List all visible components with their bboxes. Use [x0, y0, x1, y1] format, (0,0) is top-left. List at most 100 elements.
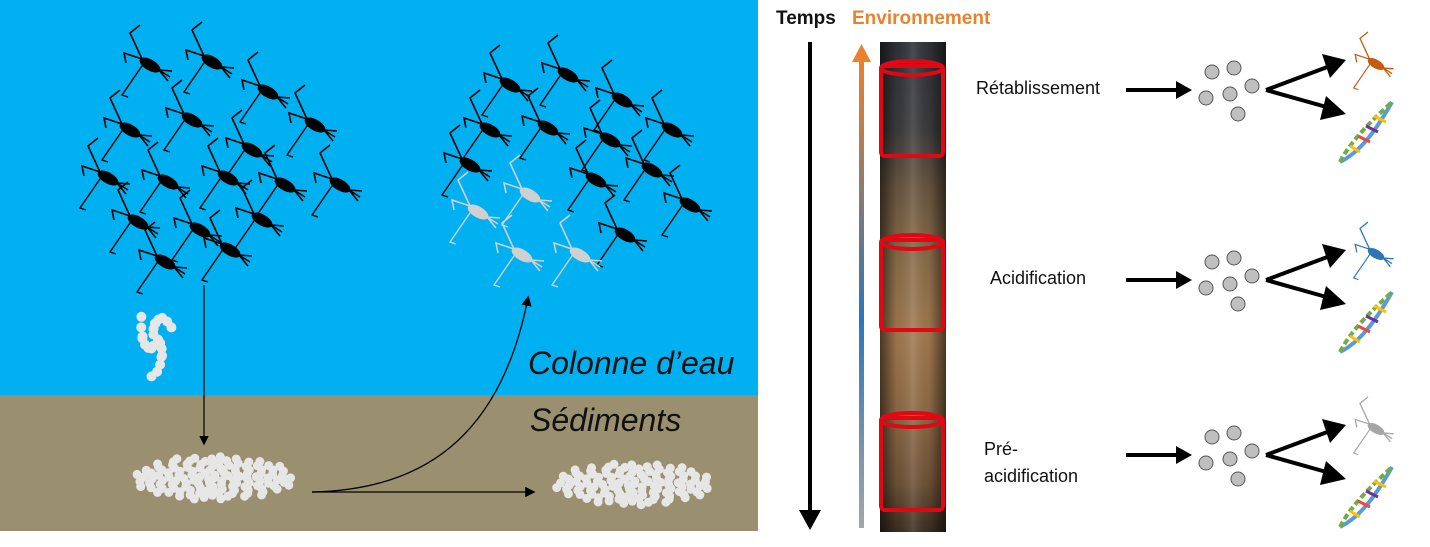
core-sampling-highlights	[879, 59, 945, 512]
resting-egg-icon	[1244, 443, 1260, 459]
resting-egg-icon	[153, 459, 163, 469]
resting-egg-icon	[1222, 86, 1238, 102]
resting-egg-icon	[620, 462, 630, 472]
resting-egg-icon	[1204, 64, 1220, 80]
resting-egg-icon	[215, 452, 225, 462]
environment-label: Environnement	[852, 8, 991, 29]
fork-arrow-down	[1265, 278, 1331, 300]
resting-egg-icon	[677, 463, 687, 473]
resting-egg-icon	[665, 463, 675, 473]
stage-label-acidification: Acidification	[990, 268, 1087, 288]
stage-zooplankton-icon	[1352, 396, 1395, 456]
resting-egg-icon	[136, 322, 147, 333]
fork-arrow-up-head	[1322, 419, 1346, 443]
resting-egg-icon	[136, 311, 147, 322]
resting-egg-icon	[1226, 250, 1242, 266]
resting-egg-icon	[1204, 429, 1220, 445]
resting-egg-icon	[604, 496, 614, 506]
resting-egg-icon	[157, 312, 168, 323]
resting-egg-icon	[189, 494, 199, 504]
resting-egg-icon	[166, 322, 177, 333]
time-arrow-head	[799, 510, 821, 530]
fork-arrow-up-head	[1322, 54, 1346, 78]
resting-egg-icon	[132, 469, 142, 479]
resting-egg-icon	[156, 343, 167, 354]
resting-egg-icon	[661, 497, 671, 507]
resting-egg-icon	[558, 471, 568, 481]
resting-egg-icon	[199, 492, 209, 502]
stage-rows	[1126, 31, 1395, 529]
hatching-arrow	[311, 295, 532, 493]
egg-bank-pile-older	[552, 459, 712, 510]
resting-egg-icon	[627, 496, 637, 506]
resting-egg-icon	[153, 334, 163, 345]
resting-egg-icon	[1244, 268, 1260, 284]
resting-egg-icon	[1222, 451, 1238, 467]
resting-egg-icon	[1226, 425, 1242, 441]
stage-zooplankton-icon	[1352, 221, 1395, 281]
environment-arrow	[859, 62, 864, 528]
resting-egg-icon	[634, 464, 644, 474]
resting-egg-icon	[244, 457, 254, 467]
resting-egg-icon	[1198, 280, 1214, 296]
sediment-core-shading	[880, 42, 946, 532]
fork-arrow-down-head	[1320, 286, 1346, 310]
stage-arrow-head	[1176, 81, 1192, 99]
fork-arrow-down	[1265, 453, 1331, 475]
resting-egg-icon	[137, 333, 148, 344]
egg-bank-pile	[132, 452, 296, 504]
water-column-label: Colonne d’eau	[528, 345, 735, 381]
resting-egg-icon	[157, 350, 167, 361]
resting-egg-icon	[643, 497, 653, 507]
resting-egg-icon	[190, 453, 200, 463]
fork-arrow-up-head	[1322, 244, 1346, 268]
resting-egg-icon	[136, 482, 146, 492]
resting-egg-icon	[702, 483, 712, 493]
resting-egg-icon	[680, 493, 690, 503]
water-column	[0, 0, 758, 395]
resting-egg-icon	[255, 457, 265, 466]
resting-egg-icon	[207, 490, 217, 500]
resting-egg-icon	[216, 494, 226, 504]
resting-egg-icon	[702, 472, 711, 482]
fork-arrow-down	[1265, 88, 1331, 110]
resting-egg-icon	[149, 318, 160, 329]
resting-egg-icon	[609, 459, 619, 469]
resting-egg-icon	[1230, 106, 1246, 122]
stage-label-pre-acidification: Pré-acidification	[984, 439, 1079, 486]
sinking-eggs	[136, 311, 177, 382]
resting-egg-icon	[272, 484, 282, 494]
resting-egg-icon	[164, 487, 174, 497]
resting-egg-icon	[175, 491, 185, 501]
resting-egg-icon	[686, 467, 696, 477]
resting-egg-icon	[264, 461, 274, 471]
resting-egg-icon	[284, 480, 294, 490]
sediment-label: Sédiments	[530, 402, 682, 438]
stage-arrow-head	[1176, 446, 1192, 464]
resting-egg-icon	[552, 483, 562, 493]
stage-row	[1126, 31, 1395, 164]
resting-egg-icon	[152, 366, 163, 377]
dna-icon	[1338, 465, 1394, 529]
resting-egg-icon	[141, 465, 151, 475]
resting-egg-icon	[627, 460, 637, 470]
resting-egg-icon	[695, 490, 705, 500]
resting-egg-icon	[275, 461, 285, 471]
resting-egg-icon	[1222, 276, 1238, 292]
resting-egg-icon	[257, 490, 267, 500]
resting-egg-icon	[1198, 455, 1214, 471]
resting-egg-icon	[223, 491, 233, 501]
resting-egg-icon	[172, 454, 182, 464]
resting-egg-icon	[652, 460, 662, 470]
resting-egg-icon	[570, 465, 580, 475]
stage-zooplankton-icon	[1352, 31, 1395, 91]
environment-arrow-head	[852, 44, 871, 62]
resting-egg-icon	[593, 497, 603, 507]
resting-egg-icon	[1230, 471, 1246, 487]
stage-label-recovery: Rétablissement	[976, 78, 1101, 98]
fork-arrow-down-head	[1320, 96, 1346, 120]
resting-egg-icon	[642, 462, 652, 472]
stage-arrow-head	[1176, 271, 1192, 289]
fork-arrow-up	[1265, 254, 1331, 282]
